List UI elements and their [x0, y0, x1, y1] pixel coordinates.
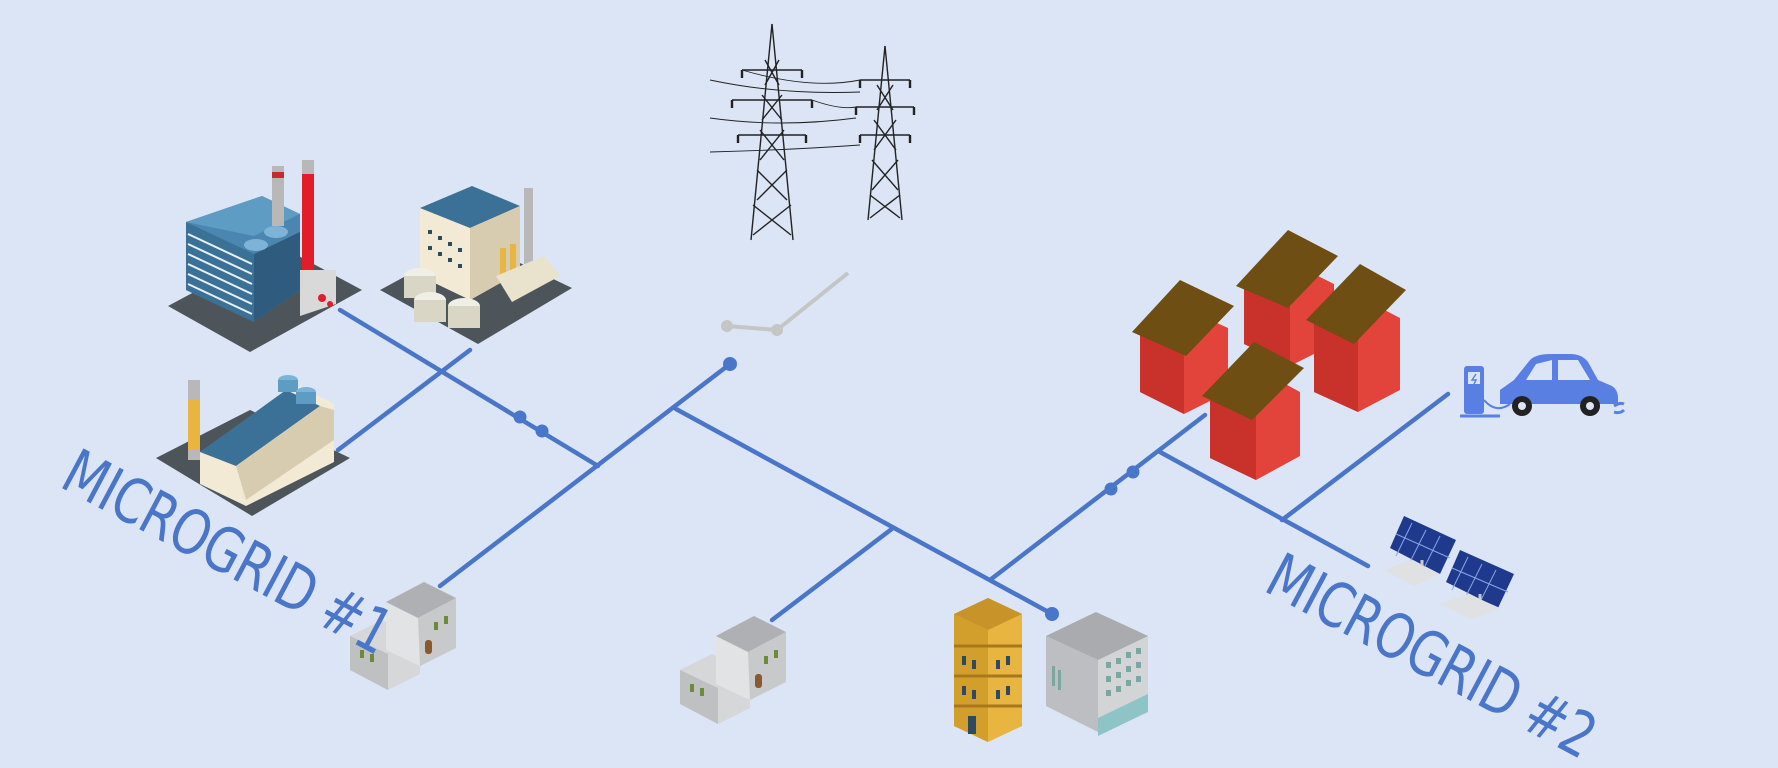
- house-icon: [1306, 264, 1406, 412]
- office-building-icon: [954, 598, 1022, 742]
- electric-car-icon: [1500, 354, 1626, 416]
- solar-panel-icon: [1384, 516, 1456, 586]
- office-building-icon: [350, 582, 456, 690]
- factory-icon: [156, 375, 350, 516]
- grid-nodes: [513, 357, 1140, 621]
- office-building-icon: [1046, 612, 1148, 736]
- charging-station-icon: [1460, 366, 1511, 418]
- transmission-tower-icon: [709, 23, 916, 241]
- factory-icon: [380, 186, 572, 344]
- switch-icon: [721, 271, 850, 336]
- factory-icon: [168, 160, 362, 352]
- grid-lines: [335, 307, 1451, 623]
- house-icon: [1202, 342, 1304, 480]
- office-building-icon: [680, 616, 786, 724]
- solar-panel-icon: [1440, 550, 1514, 620]
- house-icon: [1132, 280, 1234, 414]
